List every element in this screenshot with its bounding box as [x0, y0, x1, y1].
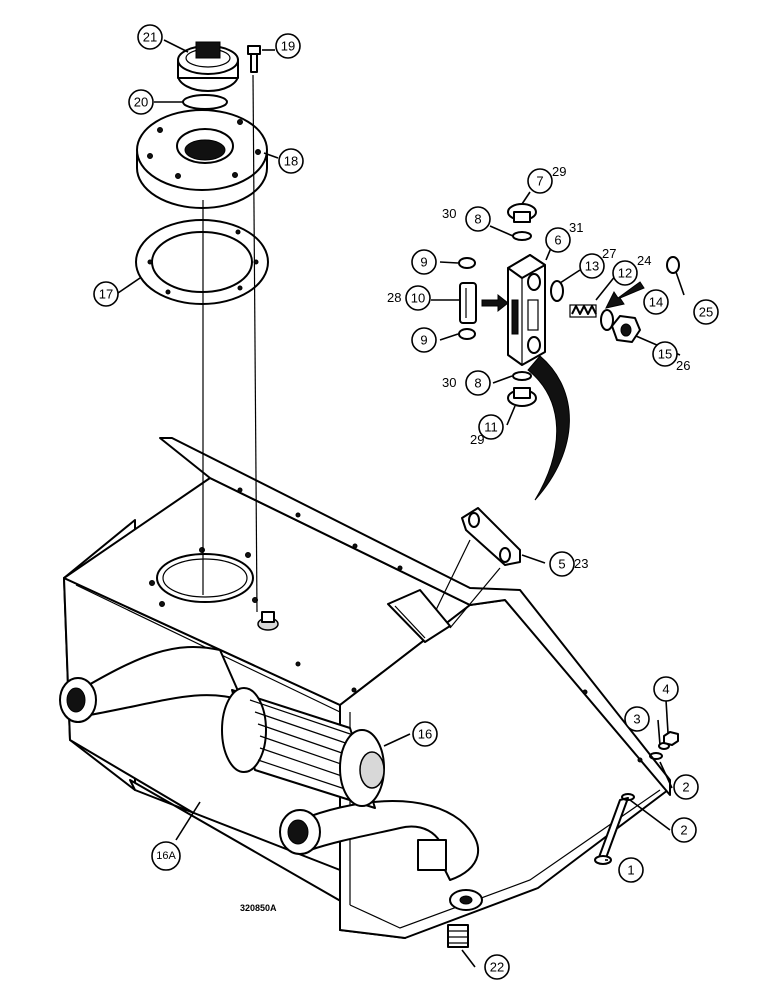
svg-text:6: 6: [554, 233, 561, 248]
lower-plug: [507, 387, 537, 407]
upper-washer: [649, 752, 663, 760]
callout-20: 20: [128, 89, 154, 115]
pn-29-upper: 29: [552, 164, 566, 179]
cover-bolt: [247, 45, 261, 73]
svg-text:8: 8: [474, 212, 481, 227]
callout-2-lower: 2: [671, 817, 697, 843]
svg-text:3: 3: [633, 712, 640, 727]
companion-part-numbers: 23 29 30 31 28 27 24 26 30 29: [387, 164, 690, 571]
callout-21: 21: [137, 24, 163, 50]
svg-text:2: 2: [680, 823, 687, 838]
pn-30-upper: 30: [442, 206, 456, 221]
callout-3: 3: [624, 706, 650, 732]
lower-washer: [621, 793, 635, 801]
installed-sight-gauge: [435, 507, 521, 629]
sight-gauge-body: [507, 254, 546, 366]
mount-bolt: [594, 797, 629, 865]
svg-text:9: 9: [420, 255, 427, 270]
callout-22: 22: [484, 954, 510, 980]
svg-text:10: 10: [411, 291, 425, 306]
callout-16a: 16A: [151, 841, 181, 871]
hex-nut: [663, 731, 679, 746]
callout-12: 12: [612, 260, 638, 286]
pn-29-lower: 29: [470, 432, 484, 447]
tube-seal-top: [458, 257, 476, 269]
svg-text:16: 16: [418, 727, 432, 742]
svg-text:20: 20: [134, 95, 148, 110]
callout-18: 18: [278, 148, 304, 174]
svg-text:5: 5: [558, 557, 565, 572]
tube-seal-bottom: [458, 328, 476, 340]
callout-9-upper: 9: [411, 249, 437, 275]
svg-text:15: 15: [658, 347, 672, 362]
callout-8-upper: 8: [465, 206, 491, 232]
svg-text:4: 4: [662, 682, 669, 697]
washer: [600, 309, 614, 331]
retaining-clip: [666, 256, 680, 274]
reservoir-tank: [59, 437, 671, 939]
callout-8-lower: 8: [465, 370, 491, 396]
callout-5: 5: [549, 551, 575, 577]
cap-seal-ring: [182, 94, 228, 110]
callout-6: 6: [545, 227, 571, 253]
svg-text:12: 12: [618, 266, 632, 281]
pn-31: 31: [569, 220, 583, 235]
pn-27: 27: [602, 246, 616, 261]
callout-11: 11: [478, 414, 504, 440]
svg-text:14: 14: [649, 295, 663, 310]
lower-o-ring: [512, 371, 532, 381]
pn-23: 23: [574, 556, 588, 571]
svg-text:1: 1: [627, 863, 634, 878]
svg-text:21: 21: [143, 30, 157, 45]
callout-17: 17: [93, 281, 119, 307]
filler-cap: [177, 41, 239, 92]
callout-10: 10: [405, 285, 431, 311]
svg-text:22: 22: [490, 960, 504, 975]
cover-gasket: [135, 219, 269, 305]
callout-19: 19: [275, 33, 301, 59]
svg-text:13: 13: [585, 259, 599, 274]
drawing-number: 320850A: [240, 903, 277, 913]
callout-15: 15: [652, 341, 678, 367]
side-o-ring: [550, 280, 564, 302]
upper-plug: [507, 203, 537, 223]
drain-plug: [447, 924, 469, 948]
callout-2-upper: 2: [673, 774, 699, 800]
svg-text:18: 18: [284, 154, 298, 169]
callout-25: 25: [693, 299, 719, 325]
callout-9-lower: 9: [411, 327, 437, 353]
pn-30-lower: 30: [442, 375, 456, 390]
callout-13: 13: [579, 253, 605, 279]
svg-text:2: 2: [682, 780, 689, 795]
svg-text:11: 11: [484, 420, 498, 435]
callout-14: 14: [643, 289, 669, 315]
svg-text:7: 7: [536, 174, 543, 189]
callout-7: 7: [527, 168, 553, 194]
callout-16: 16: [412, 721, 438, 747]
pn-28: 28: [387, 290, 401, 305]
spring: [569, 304, 597, 318]
upper-o-ring: [512, 231, 532, 241]
svg-text:16A: 16A: [156, 850, 176, 862]
cover-plate: [136, 109, 268, 209]
svg-text:8: 8: [474, 376, 481, 391]
sight-tube: [459, 282, 477, 324]
svg-text:9: 9: [420, 333, 427, 348]
pn-26: 26: [676, 358, 690, 373]
svg-text:17: 17: [99, 287, 113, 302]
svg-text:25: 25: [699, 305, 713, 320]
pn-24: 24: [637, 253, 651, 268]
svg-text:19: 19: [281, 39, 295, 54]
nut: [611, 315, 641, 343]
callout-4: 4: [653, 676, 679, 702]
callout-1: 1: [618, 857, 644, 883]
